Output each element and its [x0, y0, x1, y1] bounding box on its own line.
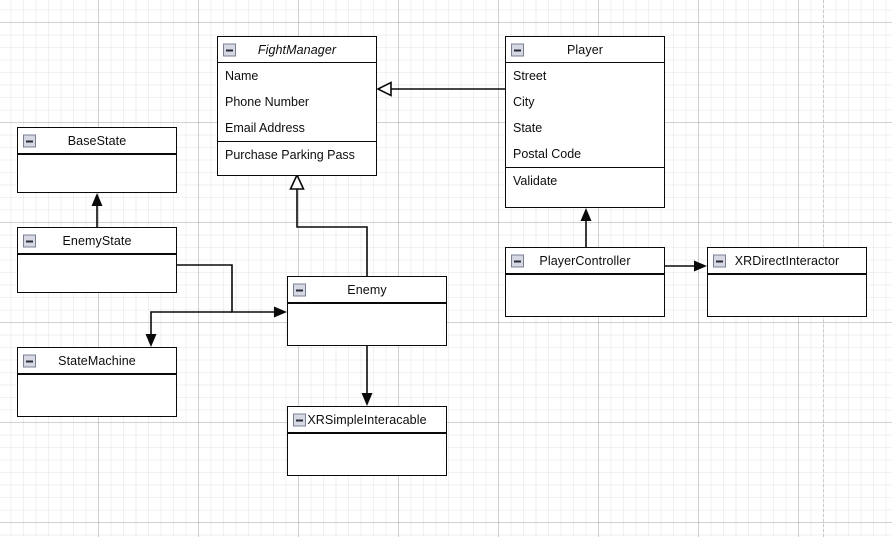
attribute-row: City	[513, 95, 535, 109]
attribute-row: Phone Number	[225, 95, 310, 109]
class-header-playercontroller: PlayerController	[506, 248, 664, 274]
empty-compartment-enemystate	[18, 254, 176, 291]
attributes-compartment-player: Street City State Postal Code	[506, 63, 664, 167]
connector-player-to-fightmanager[interactable]	[376, 81, 505, 97]
class-name-fightmanager: FightManager	[257, 42, 337, 57]
class-header-player: Player	[506, 37, 664, 63]
class-header-enemystate: EnemyState	[18, 228, 176, 254]
operation-row: Validate	[513, 174, 558, 188]
empty-compartment-xrsimpleinteracable	[288, 433, 446, 474]
class-name-statemachine: StateMachine	[58, 353, 136, 368]
collapse-minus-icon[interactable]	[23, 234, 36, 247]
class-header-xrdirectinteractor: XRDirectInteractor	[708, 248, 866, 274]
collapse-minus-icon[interactable]	[511, 254, 524, 267]
collapse-minus-icon[interactable]	[511, 43, 524, 56]
collapse-minus-icon[interactable]	[713, 254, 726, 267]
class-box-playercontroller[interactable]: PlayerController	[505, 247, 665, 317]
class-name-xrsimpleinteracable: XRSimpleInteracable	[307, 412, 427, 427]
class-box-basestate[interactable]: BaseState	[17, 127, 177, 193]
empty-compartment-basestate	[18, 154, 176, 191]
attribute-row: State	[513, 121, 543, 135]
class-header-enemy: Enemy	[288, 277, 446, 303]
attribute-row: Street	[513, 69, 547, 83]
connector-enemystate-to-enemy[interactable]	[177, 264, 287, 318]
empty-compartment-playercontroller	[506, 274, 664, 315]
class-name-player: Player	[566, 42, 604, 57]
empty-compartment-statemachine	[18, 374, 176, 415]
class-header-statemachine: StateMachine	[18, 348, 176, 374]
collapse-minus-icon[interactable]	[23, 354, 36, 367]
collapse-minus-icon[interactable]	[223, 43, 236, 56]
collapse-minus-icon[interactable]	[293, 413, 306, 426]
connector-enemystate-to-basestate[interactable]	[91, 193, 103, 227]
class-name-playercontroller: PlayerController	[539, 253, 631, 268]
connector-playercontroller-to-xrdirectinteractor[interactable]	[665, 260, 707, 272]
class-box-statemachine[interactable]: StateMachine	[17, 347, 177, 417]
attribute-row: Name	[225, 69, 259, 83]
operations-compartment-player: Validate	[506, 167, 664, 194]
class-box-enemystate[interactable]: EnemyState	[17, 227, 177, 293]
collapse-minus-icon[interactable]	[23, 134, 36, 147]
empty-compartment-xrdirectinteractor	[708, 274, 866, 315]
empty-compartment-enemy	[288, 303, 446, 344]
class-name-enemystate: EnemyState	[62, 233, 132, 248]
connector-enemy-to-fightmanager[interactable]	[289, 173, 368, 276]
class-name-enemy: Enemy	[347, 282, 387, 297]
attribute-row: Postal Code	[513, 147, 582, 161]
class-name-xrdirectinteractor: XRDirectInteractor	[734, 253, 840, 268]
class-box-enemy[interactable]: Enemy	[287, 276, 447, 346]
class-box-fightmanager[interactable]: FightManager Name Phone Number Email Add…	[217, 36, 377, 176]
connector-enemy-to-xrsimpleinteracable[interactable]	[361, 346, 373, 406]
operation-row: Purchase Parking Pass	[225, 148, 355, 162]
collapse-minus-icon[interactable]	[293, 283, 306, 296]
attribute-row: Email Address	[225, 121, 305, 135]
attributes-compartment-fightmanager: Name Phone Number Email Address	[218, 63, 376, 141]
class-name-basestate: BaseState	[67, 133, 127, 148]
class-box-xrdirectinteractor[interactable]: XRDirectInteractor	[707, 247, 867, 317]
connector-enemystate-to-statemachine[interactable]	[145, 311, 233, 347]
class-box-player[interactable]: Player Street City State Postal Code Val…	[505, 36, 665, 208]
class-header-fightmanager: FightManager	[218, 37, 376, 63]
class-header-xrsimpleinteracable: XRSimpleInteracable	[288, 407, 446, 433]
connector-playercontroller-to-player[interactable]	[580, 208, 592, 247]
class-header-basestate: BaseState	[18, 128, 176, 154]
operations-compartment-fightmanager: Purchase Parking Pass	[218, 141, 376, 168]
class-box-xrsimpleinteracable[interactable]: XRSimpleInteracable	[287, 406, 447, 476]
